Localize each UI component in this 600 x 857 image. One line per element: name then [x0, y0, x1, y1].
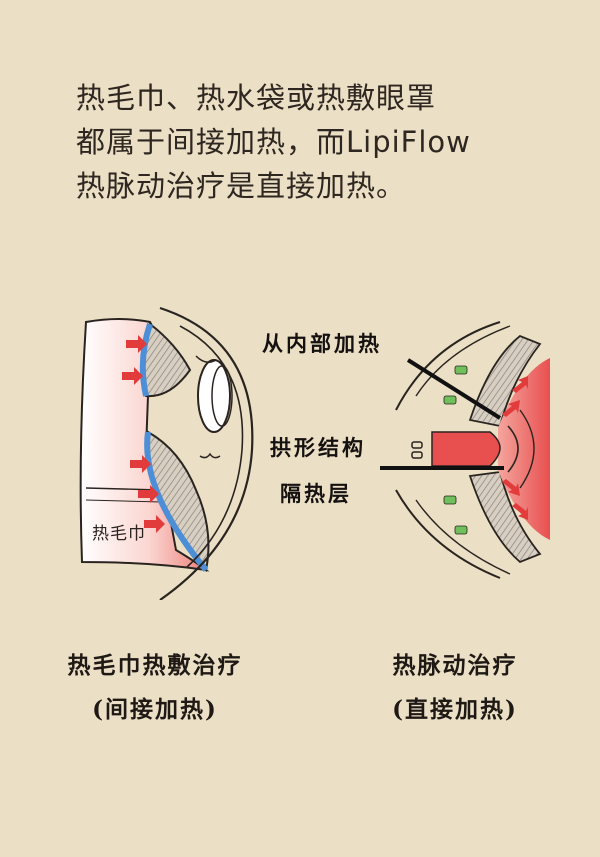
callout-inner-heating: 从内部加热 — [262, 331, 382, 356]
left-caption-title: 热毛巾热敷治疗 — [67, 652, 243, 679]
callout-insulation-layer: 隔热层 — [280, 481, 352, 506]
cornea — [197, 359, 231, 433]
eyelid-outer-contour — [395, 321, 501, 411]
lower-eyelid-band — [468, 471, 542, 564]
callout-line-inner — [406, 358, 502, 420]
left-caption-subtitle: (间接加热) — [92, 696, 218, 723]
headline-line-2: 都属于间接加热，而LipiFlow — [76, 125, 471, 159]
eyelid-heating-comparison-illustration — [79, 306, 550, 600]
left-caption: 热毛巾热敷治疗 (间接加热) — [40, 644, 270, 732]
headline-text: 热毛巾、热水袋或热敷眼罩 都属于间接加热，而LipiFlow 热脉动治疗是直接加… — [76, 76, 546, 208]
eyeball-outline — [159, 306, 254, 600]
towel-label: 热毛巾 — [92, 524, 146, 544]
heat-arrows-indirect — [122, 335, 165, 533]
right-lipiflow-diagram — [380, 321, 550, 579]
insulation-markers — [443, 365, 468, 535]
upper-eyelid-band — [468, 334, 542, 428]
arch-insulation-stem — [431, 431, 501, 467]
right-caption-title: 热脉动治疗 — [392, 652, 518, 679]
left-warm-towel-diagram — [79, 306, 254, 600]
right-caption: 热脉动治疗 (直接加热) — [350, 644, 560, 732]
callout-arch-structure: 拱形结构 — [270, 435, 366, 460]
heat-arrows-direct — [502, 376, 528, 520]
headline-line-1: 热毛巾、热水袋或热敷眼罩 — [76, 81, 437, 115]
right-caption-subtitle: (直接加热) — [392, 696, 518, 723]
headline-line-3: 热脉动治疗是直接加热。 — [76, 169, 407, 203]
